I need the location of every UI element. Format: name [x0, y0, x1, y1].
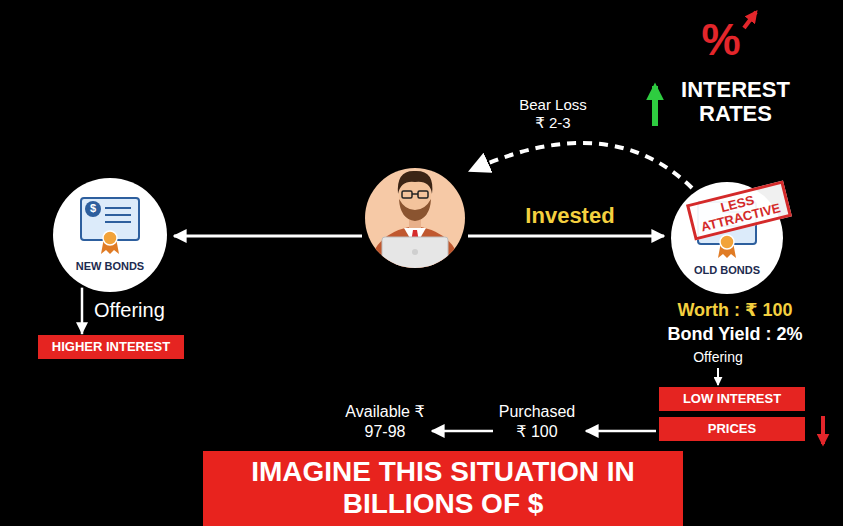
currency-badge [85, 201, 101, 217]
banner-box: IMAGINE THIS SITUATION IN BILLIONS OF $ [203, 451, 683, 526]
node-text: NEW BONDS [53, 260, 167, 273]
flow-label: Offering [680, 349, 756, 366]
seal [720, 235, 734, 249]
rise-arrow [652, 86, 658, 126]
percent-arrow [744, 12, 756, 28]
certificate-line [105, 207, 131, 209]
investor-figure [365, 168, 465, 273]
price-label: Purchased ₹ 100 [495, 402, 579, 442]
price-label: Available ₹ 97-98 [345, 402, 425, 442]
glasses [418, 191, 428, 198]
investor-person [368, 171, 462, 273]
seal [103, 231, 117, 245]
arrow-to-old-bonds [468, 235, 664, 238]
value-label: Bond Yield : 2% [640, 324, 830, 346]
percent-symbol: % [695, 18, 747, 62]
action-label: Invested [500, 204, 640, 228]
flow-arrow [586, 430, 656, 433]
bond-circle-outline [53, 178, 167, 292]
value-label: Worth : ₹ 100 [650, 300, 820, 322]
laptop-logo [412, 249, 418, 255]
heading-label: INTEREST RATES [668, 78, 803, 126]
bond-icon [81, 198, 139, 254]
beard [399, 199, 431, 221]
certificate-line [105, 214, 131, 216]
node-text: HIGHER INTEREST [44, 339, 178, 355]
bond-circle: OLD BONDSLESS ATTRACTIVE [671, 182, 783, 294]
loss-label: Bear Loss ₹ 2-3 [517, 96, 589, 132]
bond-circle-shape [53, 178, 167, 292]
jacket [368, 226, 462, 272]
certificate-line [105, 221, 131, 223]
bond-circle: NEW BONDS [53, 178, 167, 292]
node-text: LOW INTEREST [665, 391, 799, 407]
node-text: PRICES [665, 421, 799, 437]
loss-arrow [472, 143, 692, 188]
node-text: IMAGINE THIS SITUATION IN BILLIONS OF $ [211, 456, 675, 519]
arrow-to-new-bonds [174, 235, 362, 238]
currency-symbol: $ [85, 201, 101, 217]
flow-arrow [432, 430, 493, 433]
flow-connector [81, 288, 84, 335]
tag-box: HIGHER INTEREST [38, 335, 184, 359]
price-down-arrow [821, 416, 825, 444]
tag-box: LOW INTEREST [659, 387, 805, 411]
offering-arrow [717, 368, 719, 385]
glasses-bridge [412, 193, 418, 195]
node-text: OLD BONDS [671, 264, 783, 277]
connector-label: Offering [91, 299, 168, 322]
tag-box: PRICES [659, 417, 805, 441]
glasses [402, 191, 412, 198]
laptop [382, 237, 448, 273]
